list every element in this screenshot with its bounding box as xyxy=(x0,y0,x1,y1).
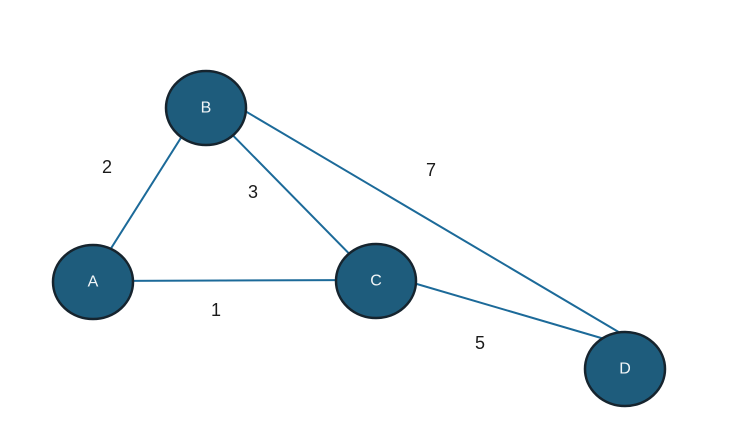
node-label-B: B xyxy=(201,100,212,117)
edge-B-D xyxy=(239,107,623,335)
edge-weight-C-D: 5 xyxy=(475,333,485,353)
node-A xyxy=(51,243,135,321)
edge-B-C xyxy=(205,107,377,282)
edge-weight-B-D: 7 xyxy=(426,160,436,180)
edge-weight-A-C: 1 xyxy=(211,300,221,320)
node-C xyxy=(334,242,418,320)
node-label-C: C xyxy=(370,273,382,290)
node-B xyxy=(164,69,248,147)
node-D xyxy=(583,330,667,408)
edge-weight-A-B: 2 xyxy=(102,157,112,177)
edge-C-D xyxy=(409,281,626,346)
node-label-D: D xyxy=(619,361,631,378)
edge-weight-B-C: 3 xyxy=(248,182,258,202)
node-label-A: A xyxy=(88,274,99,291)
edge-A-C xyxy=(92,279,377,282)
